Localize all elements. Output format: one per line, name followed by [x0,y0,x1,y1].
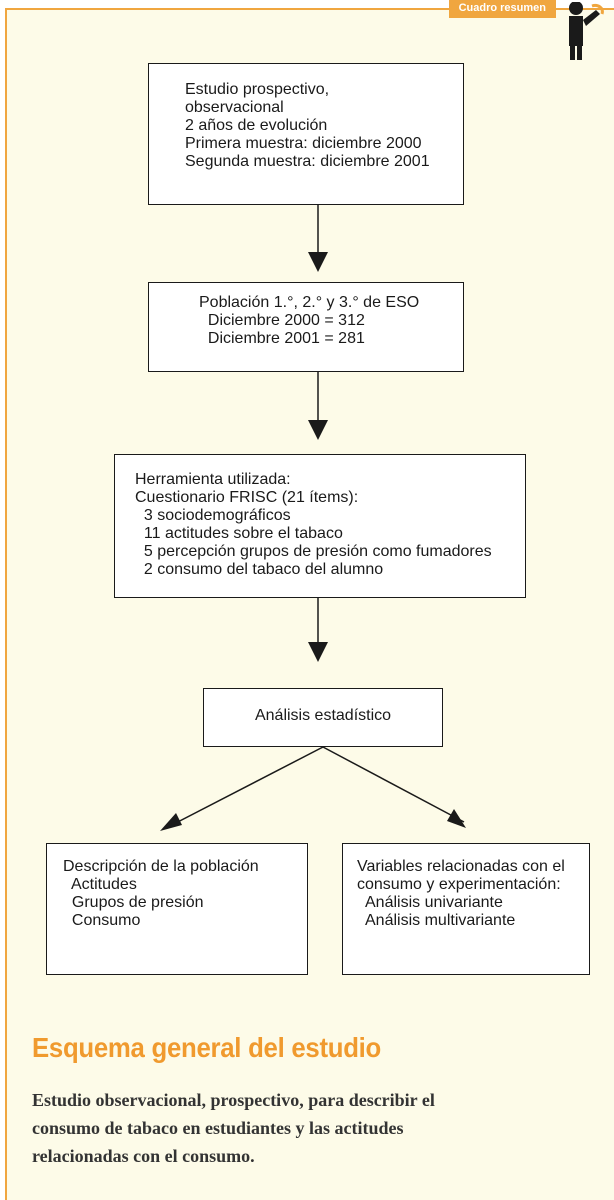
population-description-box: Descripción de la población Actitudes Gr… [46,843,308,975]
variables-line: Análisis univariante [357,894,503,911]
related-variables-box: Variables relacionadas con el consumo y … [342,843,590,975]
analysis-box: Análisis estadístico [203,688,443,747]
variables-line: Análisis multivariante [357,912,516,929]
tool-line: 5 percepción grupos de presión como fuma… [135,543,492,560]
summary-tag: Cuadro resumen [448,0,556,18]
person-figure-icon [569,2,604,60]
description-line: Descripción de la población [63,858,259,875]
arrow-analysis-to-variables [322,746,465,823]
study-design-line: 2 años de evolución [185,117,328,134]
population-box: Población 1.°, 2.° y 3.° de ESO Diciembr… [148,282,464,372]
summary-line: consumo de tabaco en estudiantes y las a… [32,1118,404,1138]
section-title: Esquema general del estudio [32,1032,382,1063]
description-line: Actitudes [63,876,137,893]
analysis-line: Análisis estadístico [254,707,392,724]
study-design-line: observacional [185,99,284,116]
summary-line: Estudio observacional, prospectivo, para… [32,1090,435,1110]
tool-box: Herramienta utilizada: Cuestionario FRIS… [114,454,526,598]
summary-line: relacionadas con el consumo. [32,1146,255,1166]
study-design-line: Primera muestra: diciembre 2000 [185,135,422,152]
study-design-box: Estudio prospectivo, observacional 2 año… [148,63,464,205]
population-line: Diciembre 2001 = 281 [199,330,365,347]
tool-line: 11 actitudes sobre el tabaco [135,525,343,542]
study-summary: Estudio observacional, prospectivo, para… [32,1086,572,1170]
tool-line: 2 consumo del tabaco del alumno [135,561,384,578]
variables-line: consumo y experimentación: [357,876,561,893]
tool-line: Cuestionario FRISC (21 ítems): [135,489,359,506]
variables-line: Variables relacionadas con el [357,858,565,875]
study-design-line: Segunda muestra: diciembre 2001 [185,153,430,170]
description-line: Consumo [63,912,141,929]
summary-panel: Cuadro resumen [5,0,614,1200]
population-line: Diciembre 2000 = 312 [199,312,365,329]
tool-line: 3 sociodemográficos [135,507,291,524]
arrow-analysis-to-description [169,746,324,827]
tool-line: Herramienta utilizada: [135,471,291,488]
description-line: Grupos de presión [63,894,204,911]
study-design-line: Estudio prospectivo, [185,81,330,98]
population-line: Población 1.°, 2.° y 3.° de ESO [199,294,420,311]
